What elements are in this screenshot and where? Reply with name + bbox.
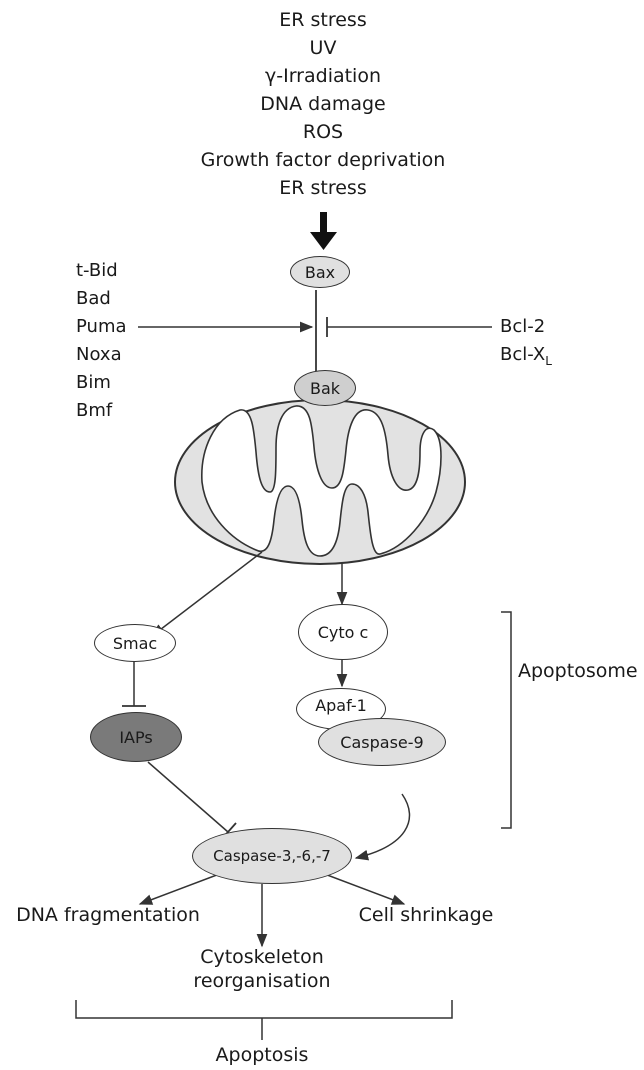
caspase9-label: Caspase-9 <box>340 733 423 752</box>
outcome-cytoskeleton-line2: reorganisation <box>193 970 330 992</box>
bax-node: Bax <box>290 256 350 288</box>
cyto-c-node: Cyto c <box>298 604 388 660</box>
caspase367-label: Caspase-3,-6,-7 <box>213 847 331 865</box>
apoptosome-bracket <box>501 612 511 828</box>
activator-puma: Puma <box>76 316 127 338</box>
inhibitor-bcl-2: Bcl-2 <box>500 316 545 338</box>
inhibitor-bcl-xl-subscript: L <box>545 354 552 368</box>
apoptosis-label: Apoptosis <box>216 1044 309 1066</box>
smac-node: Smac <box>94 624 176 662</box>
inhibitor-bcl-xl-base: Bcl-X <box>500 344 545 365</box>
iaps-caspase3-inhibition-line <box>148 762 228 832</box>
outcome-cell-shrinkage: Cell shrinkage <box>359 904 494 926</box>
outcome-cytoskeleton-line1: Cytoskeleton <box>200 946 324 968</box>
bax-label: Bax <box>305 263 335 282</box>
bak-label: Bak <box>310 379 340 398</box>
activator-noxa: Noxa <box>76 344 122 366</box>
activator-bim: Bim <box>76 372 111 394</box>
mito-to-smac-arrow <box>152 552 262 636</box>
apaf1-label: Apaf-1 <box>315 696 367 715</box>
activator-bad: Bad <box>76 288 111 310</box>
outcome-dna-fragmentation: DNA fragmentation <box>16 904 200 926</box>
caspase9-node: Caspase-9 <box>318 718 446 766</box>
caspase9-to-caspase3-arrow <box>356 794 410 858</box>
iaps-label: IAPs <box>119 728 152 747</box>
outcomes-bracket <box>76 1000 452 1018</box>
bak-node: Bak <box>294 370 356 406</box>
cyto-c-label: Cyto c <box>318 623 369 642</box>
stimulus-arrow <box>310 212 337 250</box>
caspase367-node: Caspase-3,-6,-7 <box>192 828 352 884</box>
apoptosome-label: Apoptosome <box>518 660 638 682</box>
smac-label: Smac <box>113 634 157 653</box>
activator-bmf: Bmf <box>76 400 112 422</box>
inhibitor-bcl-xl: Bcl-XL <box>500 344 552 367</box>
iaps-node: IAPs <box>90 712 182 762</box>
activator-t-bid: t-Bid <box>76 260 118 282</box>
